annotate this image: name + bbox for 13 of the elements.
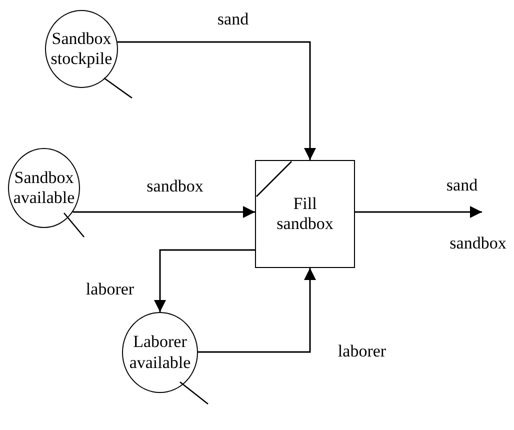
node-label: Laborer available <box>128 332 192 373</box>
activity-box <box>255 160 355 268</box>
node-label: Fill sandbox <box>276 194 334 234</box>
arrow <box>72 206 255 218</box>
arrow <box>355 206 482 218</box>
resource-circle <box>8 148 80 228</box>
resource-circle <box>122 312 198 393</box>
arrow <box>117 41 316 160</box>
arrow <box>198 268 316 353</box>
arrow <box>154 249 255 312</box>
resource-circle <box>45 10 118 88</box>
node-label: Sandbox stockpile <box>50 28 114 70</box>
node-label: Sandbox available <box>12 168 76 208</box>
